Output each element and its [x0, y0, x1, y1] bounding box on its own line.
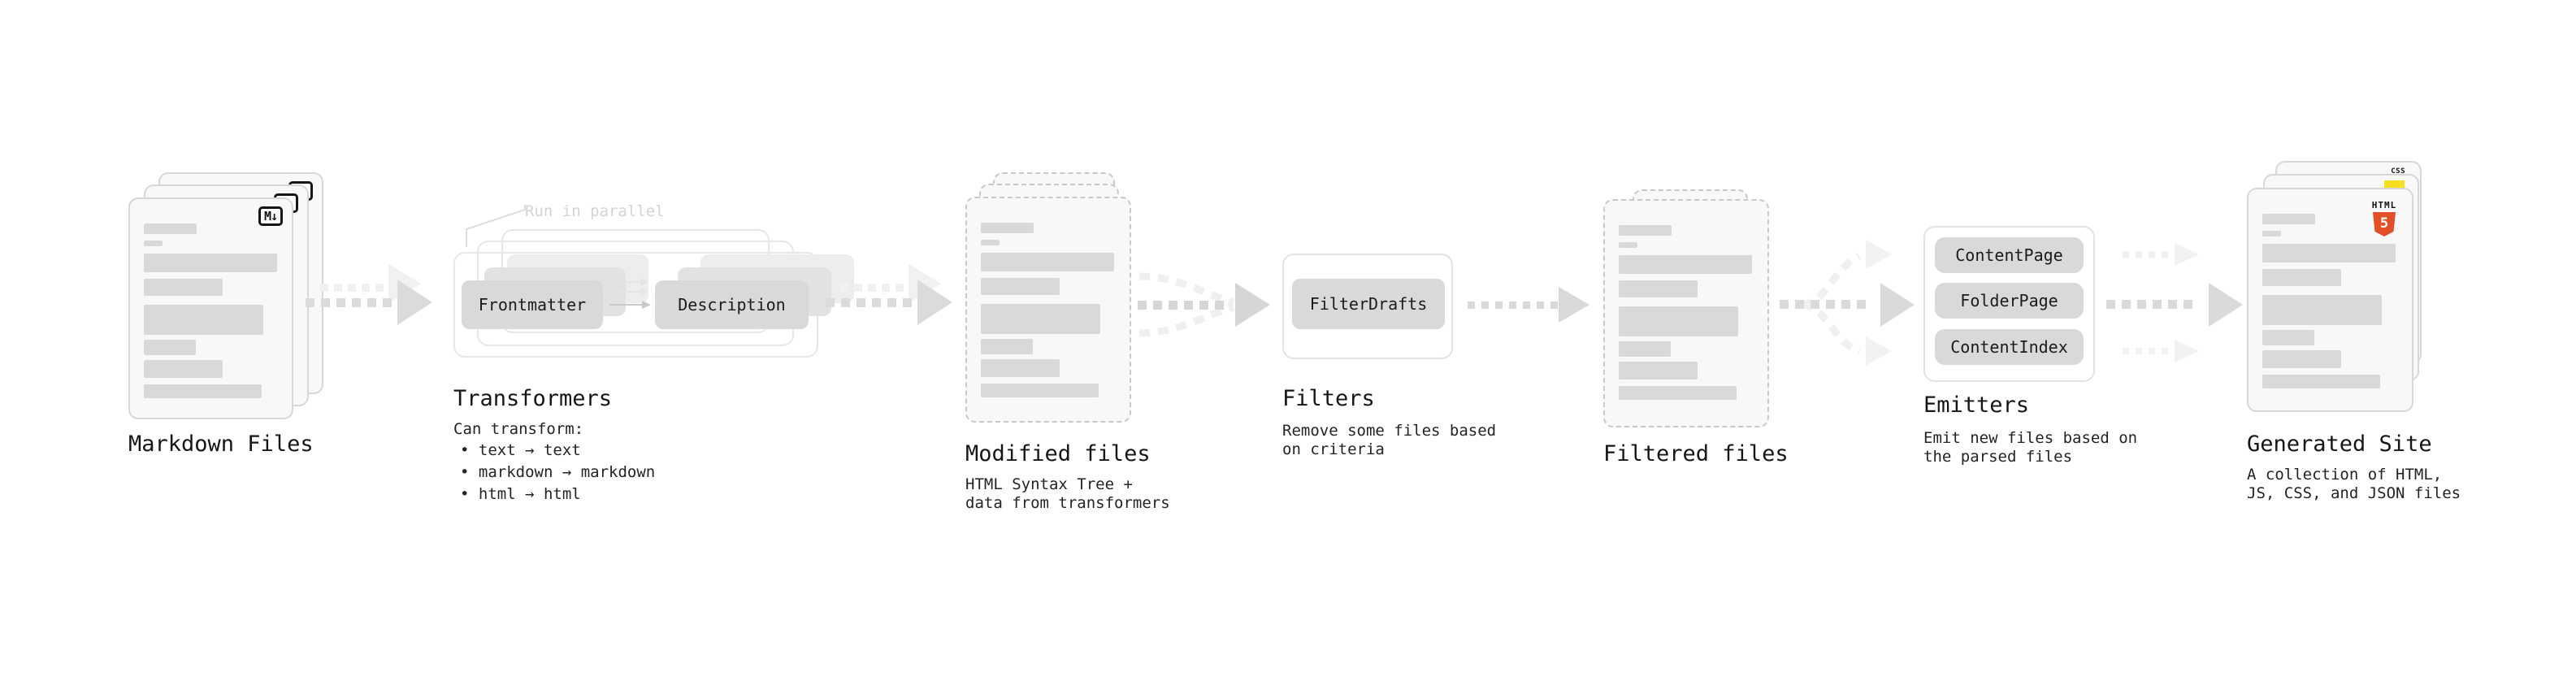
- text-bar: [1619, 386, 1737, 400]
- stage-title: Transformers: [453, 386, 613, 411]
- stage-title: Modified files: [965, 441, 1151, 466]
- caption-line: data from transformers: [965, 494, 1170, 512]
- stage-title: Markdown Files: [128, 432, 314, 457]
- transformer-pill-frontmatter: Frontmatter: [462, 280, 603, 329]
- text-bar: [1619, 225, 1672, 236]
- text-bar: [144, 223, 197, 234]
- text-bar: [1619, 255, 1752, 274]
- caption-line: Remove some files based: [1282, 422, 1497, 440]
- text-bar: [144, 384, 262, 398]
- stage-title: Filtered files: [1603, 441, 1789, 466]
- document-card: HTML 5: [2247, 188, 2413, 412]
- text-bar: [1619, 280, 1698, 297]
- emitter-pill-folderpage: FolderPage: [1935, 283, 2084, 319]
- stage-title: Emitters: [1923, 393, 2030, 418]
- markdown-icon: M↓: [258, 206, 283, 226]
- emitter-pill-contentpage: ContentPage: [1935, 237, 2084, 273]
- text-bar: [2262, 330, 2314, 345]
- text-bar: [144, 340, 196, 355]
- run-in-parallel-leader-line: [466, 205, 526, 247]
- text-bar: [981, 278, 1060, 295]
- caption-line: the parsed files: [1923, 448, 2073, 466]
- document-card: M↓: [128, 197, 293, 419]
- text-bar: [1619, 306, 1738, 336]
- text-bar: [1619, 362, 1698, 380]
- text-bar: [2262, 375, 2380, 388]
- arrow-modified-to-filters: [1138, 272, 1270, 337]
- arrow-filtered-to-emitters: [1780, 240, 1915, 366]
- caption-line: A collection of HTML,: [2247, 466, 2443, 484]
- filter-pill-filterdrafts: FilterDrafts: [1292, 279, 1445, 329]
- text-bar: [144, 279, 223, 296]
- caption-line: Emit new files based on: [1923, 429, 2138, 447]
- arrow-transformers-to-modified: [826, 264, 952, 325]
- text-bar: [2262, 244, 2396, 262]
- text-bar: [2262, 214, 2315, 224]
- text-bar: [981, 304, 1100, 334]
- text-bar: [144, 254, 277, 272]
- stage-caption: A collection of HTML, JS, CSS, and JSON …: [2247, 466, 2461, 503]
- arrow-markdown-to-transformers: [306, 264, 432, 325]
- text-bar: [981, 359, 1060, 377]
- text-bar: [981, 384, 1099, 397]
- arrow-frontmatter-to-description: [609, 278, 651, 309]
- transformers-caption-heading: Can transform:: [453, 420, 584, 438]
- text-bar: [2262, 350, 2341, 368]
- caption-line: on criteria: [1282, 440, 1385, 458]
- document-card: [965, 197, 1131, 423]
- transform-bullet-list: text → text markdown → markdown html → h…: [460, 440, 655, 505]
- text-bar: [144, 241, 163, 246]
- transformer-pill-description: Description: [655, 280, 809, 329]
- text-bar: [981, 253, 1114, 271]
- text-bar: [1619, 341, 1671, 357]
- caption-line: HTML Syntax Tree +: [965, 475, 1133, 493]
- text-bar: [981, 240, 1000, 245]
- transform-bullet: markdown → markdown: [460, 462, 655, 484]
- text-bar: [981, 223, 1034, 233]
- html5-logo-shield: 5: [2373, 212, 2396, 236]
- text-bar: [144, 360, 223, 378]
- stage-caption: Emit new files based on the parsed files: [1923, 429, 2137, 466]
- emitter-pill-contentindex: ContentIndex: [1935, 329, 2084, 365]
- stage-caption: HTML Syntax Tree + data from transformer…: [965, 475, 1170, 513]
- caption-line: JS, CSS, and JSON files: [2247, 484, 2461, 502]
- arrow-filters-to-filtered: [1468, 287, 1589, 323]
- stage-title: Filters: [1282, 386, 1375, 411]
- text-bar: [981, 339, 1033, 354]
- text-bar: [2262, 269, 2341, 286]
- document-card: [1603, 199, 1769, 427]
- stage-caption: Remove some files based on criteria: [1282, 422, 1496, 459]
- transform-bullet: html → html: [460, 484, 655, 505]
- text-bar: [144, 305, 263, 335]
- html5-logo-icon: HTML 5: [2366, 196, 2402, 236]
- stage-title: Generated Site: [2247, 432, 2432, 457]
- text-bar: [2262, 295, 2382, 325]
- html5-logo-word: HTML: [2371, 200, 2397, 210]
- run-in-parallel-note: Run in parallel: [525, 202, 665, 220]
- arrows-emitters-to-generated: [2106, 243, 2243, 362]
- text-bar: [1619, 242, 1637, 248]
- transform-bullet: text → text: [460, 440, 655, 462]
- text-bar: [2262, 231, 2281, 236]
